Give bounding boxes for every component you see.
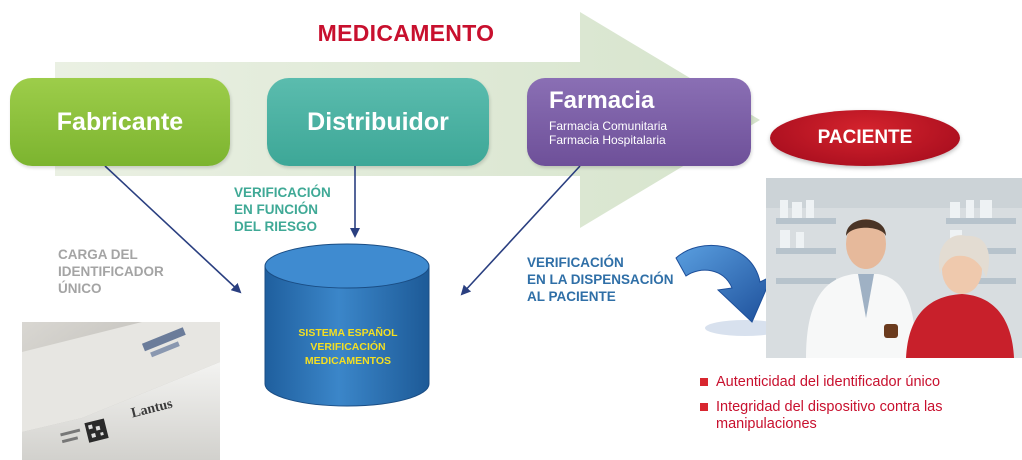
verif-riesgo-line: VERIFICACIÓN [234, 185, 331, 200]
pharmacy-scene-photo [766, 178, 1022, 358]
farmacia-hospitalaria-label: Farmacia Hospitalaria [549, 133, 666, 147]
database-line: MEDICAMENTOS [304, 355, 392, 367]
verif-riesgo-line: DEL RIESGO [234, 219, 318, 234]
verif-paciente-line: AL PACIENTE [527, 289, 616, 304]
stage-farmacia: Farmacia Farmacia Comunitaria Farmacia H… [527, 78, 751, 166]
benefit-item: Integridad del dispositivo contra las ma… [700, 399, 1010, 433]
pharmacy-illustration [766, 178, 1022, 358]
carga-line: IDENTIFICADOR [58, 264, 164, 279]
paciente-badge: PACIENTE [770, 110, 960, 166]
database-line: VERIFICACIÓN [310, 341, 386, 353]
carga-line: CARGA DEL [58, 247, 138, 262]
farmacia-comunitaria-label: Farmacia Comunitaria [549, 119, 668, 133]
diagram-title: MEDICAMENTO [317, 20, 495, 46]
bullet-square-icon [700, 403, 708, 411]
verif-paciente-line: VERIFICACIÓN [527, 255, 624, 270]
fabricante-to-db-arrow [104, 165, 242, 294]
stage-fabricante: Fabricante [10, 78, 230, 166]
stage-distribuidor: Distribuidor [267, 78, 489, 166]
stage-distribuidor-label: Distribuidor [307, 108, 449, 136]
package-illustration: Lantus [22, 322, 220, 460]
stage-fabricante-label: Fabricante [56, 108, 184, 136]
farmacia-to-db-arrow [460, 165, 581, 296]
verificacion-riesgo-label: VERIFICACIÓN EN FUNCIÓN DEL RIESGO [234, 184, 331, 235]
verif-paciente-line: EN LA DISPENSACIÓN [527, 272, 674, 287]
carga-line: ÚNICO [58, 281, 102, 296]
database-line: SISTEMA ESPAÑOL [298, 327, 398, 339]
verificacion-paciente-label: VERIFICACIÓN EN LA DISPENSACIÓN AL PACIE… [527, 254, 674, 305]
medicine-package-photo: Lantus [22, 322, 220, 460]
verif-riesgo-line: EN FUNCIÓN [234, 202, 318, 217]
benefit-item: Autenticidad del identificador único [700, 374, 1010, 391]
carga-identificador-label: CARGA DEL IDENTIFICADOR ÚNICO [58, 246, 164, 297]
benefit-text: Integridad del dispositivo contra las ma… [716, 399, 943, 432]
stage-farmacia-label: Farmacia [549, 87, 655, 114]
benefits-list: Autenticidad del identificador único Int… [700, 374, 1010, 441]
database-cylinder [264, 243, 430, 407]
database-label: SISTEMA ESPAÑOL VERIFICACIÓN MEDICAMENTO… [273, 326, 423, 368]
bullet-square-icon [700, 378, 708, 386]
benefit-text: Autenticidad del identificador único [716, 374, 941, 390]
